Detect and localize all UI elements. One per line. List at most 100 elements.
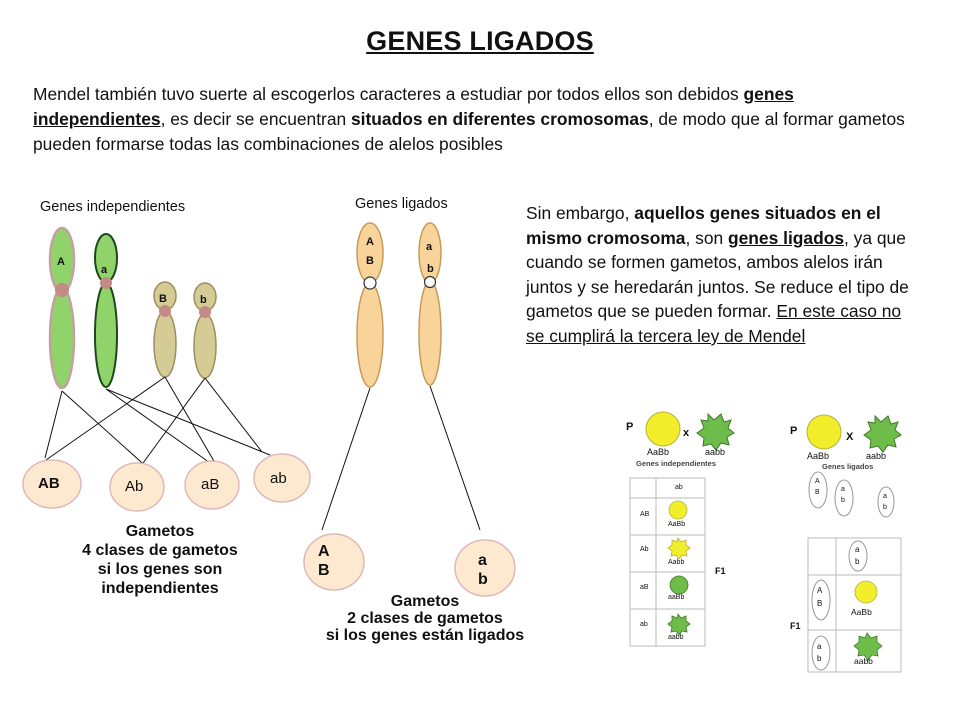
intro-text-1: Mendel también tuvo suerte al escogerlos… [33,84,744,104]
crh-b: b [855,557,860,566]
side-text-1: Sin embargo, [526,203,635,223]
crg3-a: a [883,493,887,500]
linked-gamete-ab-a: a [478,552,487,569]
gamete-lines-linked [321,385,481,531]
crg2-b: b [841,497,845,504]
summary-gametos: Gametos [125,523,195,540]
chromosome-b [193,282,217,379]
linked-summary-ligados: si los genes están ligados [325,627,525,644]
linked-label-B: B [366,255,374,267]
linked-label-a: a [426,241,433,253]
cross-left-p: P [626,421,634,433]
slide-title: GENES LIGADOS [366,26,594,56]
cross-left-table [629,477,706,647]
summary-4-clases: 4 clases de gametos [82,542,238,559]
cross-left-caption: Genes independientes [636,459,717,468]
crg3-b: b [883,504,887,511]
linked-gamete-AB-A: A [318,543,330,560]
cross-left-header-gamete: ab [675,484,683,491]
cross-left-parent-1: AaBb [647,447,670,457]
side-tercera-ley: En este caso no se cumplirá la tercera l… [526,301,902,346]
gamete-aB: aB [201,476,220,493]
linked-summary: Gametos 2 clases de gametos si los genes… [280,593,570,644]
crr2-a: a [817,642,822,651]
gamete-circles-linked [303,533,516,597]
cross-right-parent-2: aabb [866,451,887,461]
summary-si-genes: si los genes son [97,561,223,578]
summary-independientes: independientes [101,580,219,597]
chromosome-a [94,233,118,388]
side-paragraph: Sin embargo, aquellos genes situados en … [526,201,916,349]
cross-left-table-peas [667,500,691,636]
cross-left-row3-gamete: aB [640,584,649,591]
cross-left-x: x [683,427,690,439]
cross-right-peas [806,414,902,453]
crg2-a: a [841,486,845,493]
gamete-circles-independent [22,453,311,512]
linked-label-A: A [366,236,374,248]
cross-left-f1: F1 [715,566,726,576]
cross-left-row3-result: aaBb [668,594,685,601]
linked-label-b: b [427,263,434,275]
crr2-b: b [817,654,822,663]
cross-left-row2-gamete: Ab [640,546,649,553]
side-mismo-cromosoma: aquellos genes situados en el mismo crom… [526,203,881,248]
crr1-a: A [817,586,823,595]
cross-right-parent-1: AaBb [807,451,830,461]
crh-a: a [855,545,860,554]
side-text-5: , ya que cuando se formen gametos, ambos… [526,227,909,322]
cross-right-table-gametes [811,540,868,671]
side-genes-ligados: genes ligados [728,227,844,248]
label-a: a [101,264,108,276]
cross-right-x: X [846,431,854,443]
intro-text-3: , es decir se encuentran [160,109,352,129]
cross-right-row2-result: aabb [854,656,873,666]
chromosome-A [48,226,76,390]
label-b: b [200,294,207,306]
linked-heading: Genes ligados [355,196,448,212]
cross-right-p: P [790,425,798,437]
independent-summary: Gametos 4 clases de gametos si los genes… [30,522,290,598]
linked-summary-2-clases: 2 clases de gametos [347,610,503,627]
cross-left-row2-result: Aabb [668,559,685,566]
crg1-b: B [815,489,820,496]
intro-diferentes-cromosomas: situados en diferentes cromosomas [351,109,649,129]
crr1-b: B [817,599,823,608]
label-B: B [159,293,167,305]
gamete-ab: ab [270,470,287,487]
linked-gamete-AB-B: B [318,562,330,579]
intro-genes-independientes: genes independientes [33,84,794,129]
cross-left-row4-result: aabb [668,634,684,641]
cross-right-row1-result: AaBb [851,607,872,617]
linked-gamete-ab-b: b [478,571,488,588]
cross-left-peas [645,411,735,451]
cross-right-caption: Genes ligados [822,462,874,471]
cross-left-parent-2: aabb [705,447,726,457]
gamete-AB: AB [38,475,60,492]
crg1-a: A [815,478,820,485]
intro-paragraph: Mendel también tuvo suerte al escogerlos… [33,82,923,157]
gamete-Ab: Ab [125,478,144,495]
cross-left-row1-gamete: AB [640,511,650,518]
independent-heading: Genes independientes [40,199,186,215]
cross-right-table [807,537,902,673]
cross-right-f1: F1 [790,621,801,631]
cross-left-row4-gamete: ab [640,621,648,628]
cross-right-table-peas [853,580,883,661]
linked-gamete-ab: a b [478,551,508,589]
linked-summary-gametos: Gametos [390,593,460,610]
linked-chromosome-AB [356,222,384,388]
label-A: A [57,256,65,268]
cross-left-row1-result: AaBb [668,521,686,528]
gamete-lines-independent [44,376,271,471]
intro-text-5: , de modo que al formar gametos pueden f… [33,109,905,154]
linked-chromosome-ab [418,222,442,386]
linked-gamete-AB: A B [318,542,348,580]
